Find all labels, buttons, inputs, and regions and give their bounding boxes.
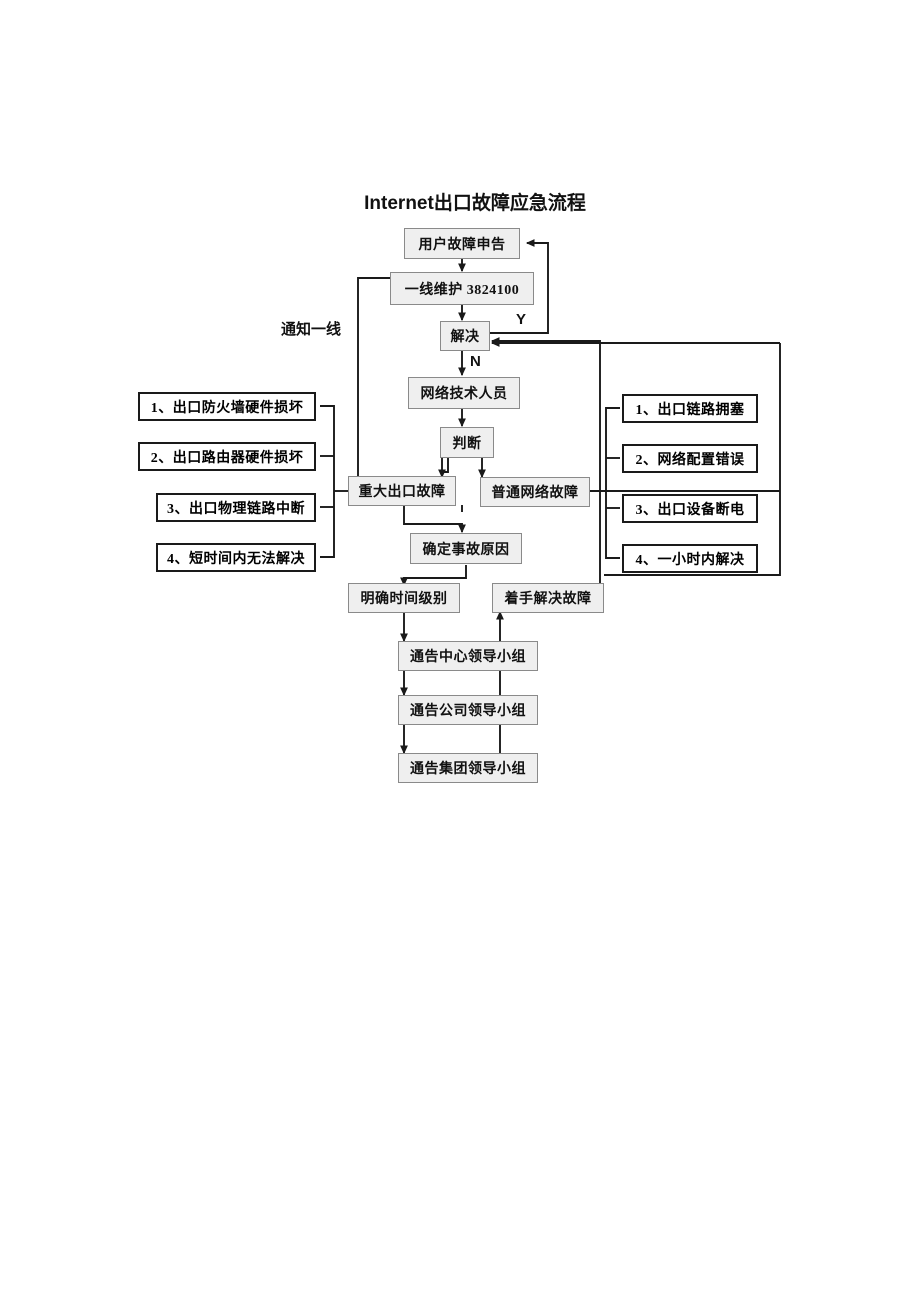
node-first-line-maintenance[interactable]: 一线维护 3824100 (390, 272, 534, 305)
major-fault-item-4[interactable]: 4、短时间内无法解决 (156, 543, 316, 572)
label-no-branch: N (470, 353, 481, 370)
major-fault-item-3[interactable]: 3、出口物理链路中断 (156, 493, 316, 522)
major-fault-item-1[interactable]: 1、出口防火墙硬件损坏 (138, 392, 316, 421)
page-title: Internet出口故障应急流程 (364, 193, 586, 214)
node-resolved-decision[interactable]: 解决 (440, 321, 490, 351)
normal-fault-item-2[interactable]: 2、网络配置错误 (622, 444, 758, 473)
node-notify-company-leaders[interactable]: 通告公司领导小组 (398, 695, 538, 725)
label-yes-branch: Y (516, 311, 527, 328)
normal-fault-item-4[interactable]: 4、一小时内解决 (622, 544, 758, 573)
node-network-staff[interactable]: 网络技术人员 (408, 377, 520, 409)
node-judge[interactable]: 判断 (440, 427, 494, 458)
normal-fault-item-3[interactable]: 3、出口设备断电 (622, 494, 758, 523)
node-notify-center-leaders[interactable]: 通告中心领导小组 (398, 641, 538, 671)
node-time-level[interactable]: 明确时间级别 (348, 583, 460, 613)
major-fault-item-2[interactable]: 2、出口路由器硬件损坏 (138, 442, 316, 471)
label-notify-first-line: 通知一线 (281, 322, 342, 338)
node-major-outbound-fault[interactable]: 重大出口故障 (348, 476, 456, 506)
node-notify-group-leaders[interactable]: 通告集团领导小组 (398, 753, 538, 783)
node-start-fix[interactable]: 着手解决故障 (492, 583, 604, 613)
node-user-report[interactable]: 用户故障申告 (404, 228, 520, 259)
node-normal-network-fault[interactable]: 普通网络故障 (480, 477, 590, 507)
node-confirm-cause[interactable]: 确定事故原因 (410, 533, 522, 564)
normal-fault-item-1[interactable]: 1、出口链路拥塞 (622, 394, 758, 423)
